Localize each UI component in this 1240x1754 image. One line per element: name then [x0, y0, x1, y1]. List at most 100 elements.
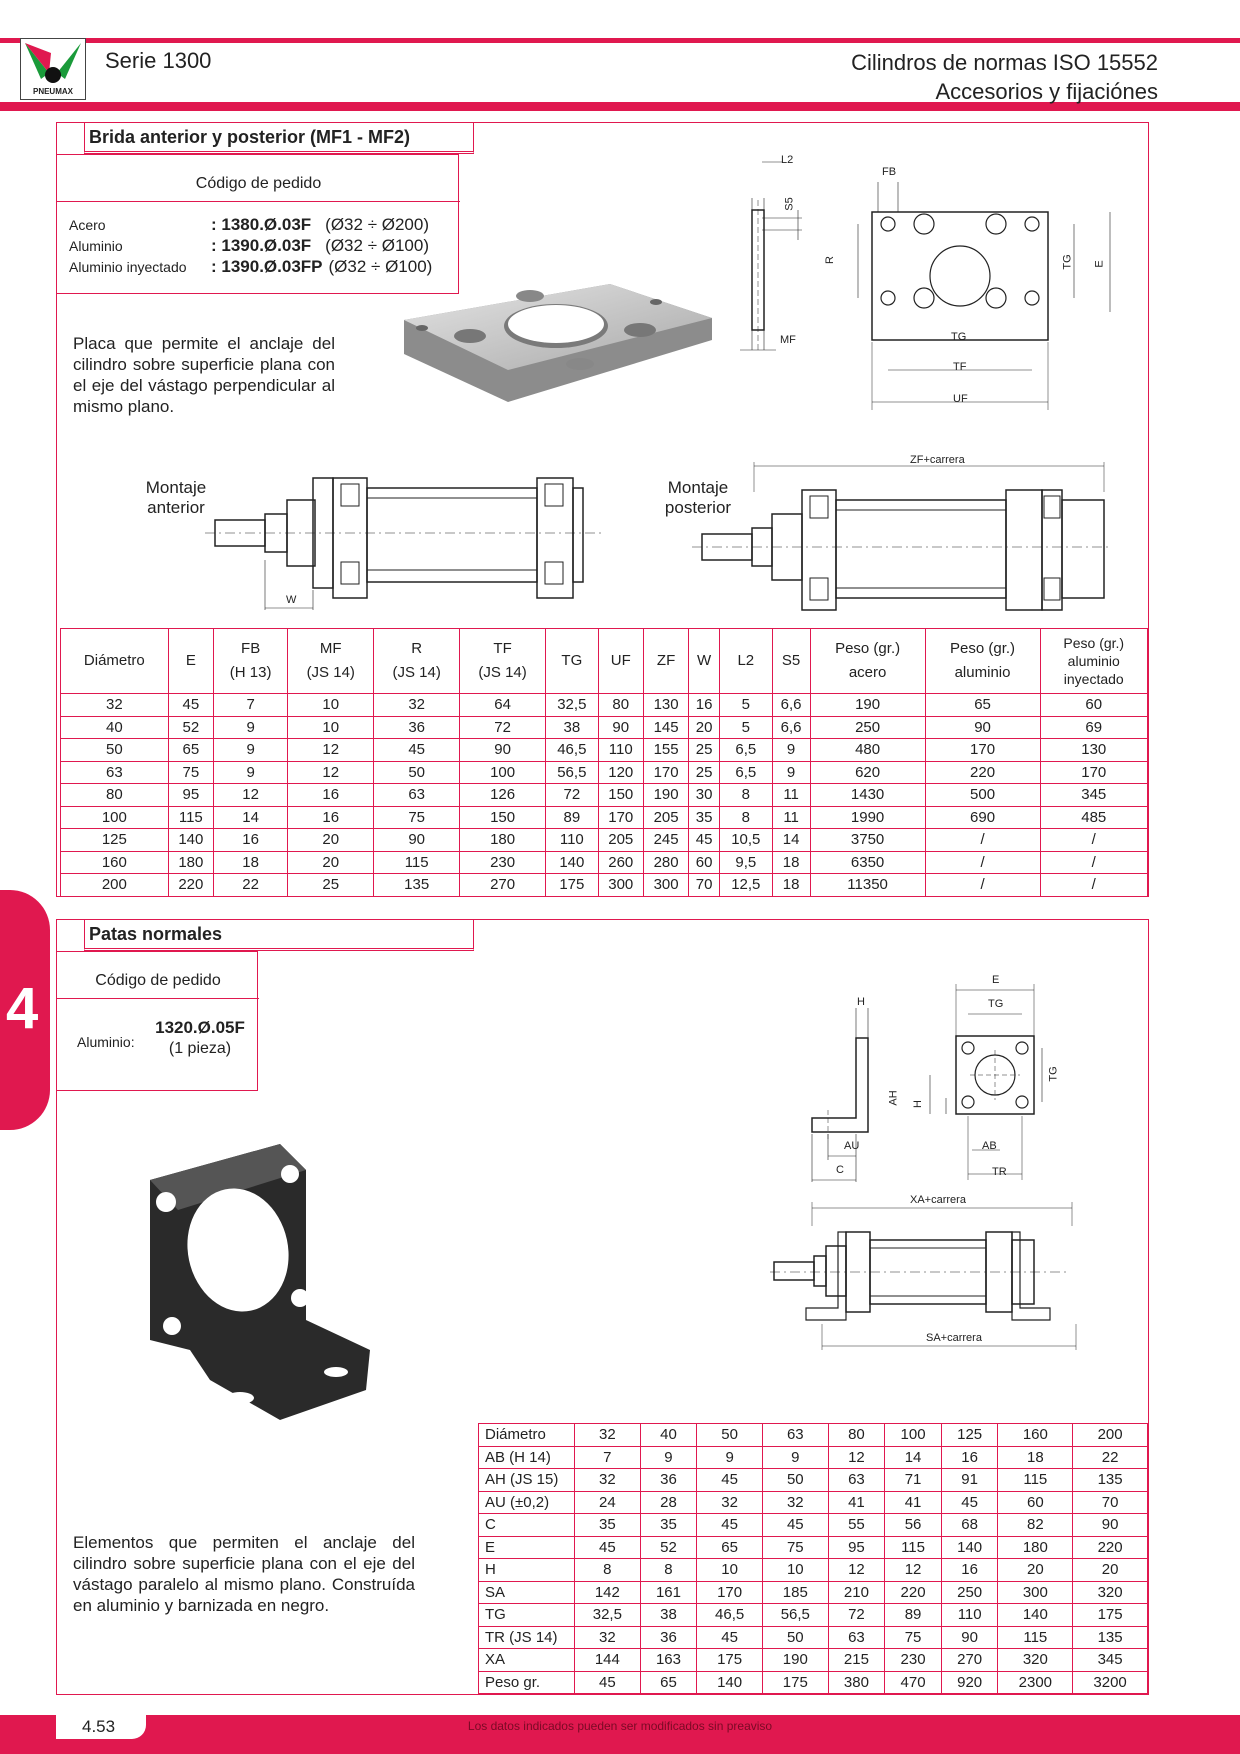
table-cell: 63 — [60, 760, 169, 784]
table-cell: 140 — [696, 1670, 763, 1694]
table-cell: 100 — [884, 1423, 942, 1447]
table-cell: 55 — [827, 1513, 886, 1537]
table-cell: 126 — [459, 783, 547, 807]
table-cell: 2300 — [997, 1670, 1074, 1694]
table-cell: 45 — [696, 1513, 763, 1537]
table-cell: 8 — [574, 1558, 641, 1582]
table-cell: 25 — [688, 738, 721, 762]
dim-tg-bottom: TG — [951, 331, 967, 343]
page-title: Cilindros de normas ISO 15552 Accesorios… — [851, 48, 1158, 106]
table-cell: 160 — [997, 1423, 1074, 1447]
table-cell: 300 — [997, 1580, 1074, 1604]
table-cell: 32 — [574, 1423, 641, 1447]
dim-l2: L2 — [781, 154, 794, 166]
table-cell: 5 — [719, 715, 773, 739]
table-cell: 70 — [688, 873, 721, 897]
table-cell: 8 — [719, 805, 773, 829]
dim-tf: TF — [953, 361, 967, 373]
table-cell: 45 — [373, 738, 461, 762]
table-cell: 142 — [574, 1580, 641, 1604]
table-cell: 80 — [827, 1423, 886, 1447]
table-cell: 8 — [719, 783, 773, 807]
table-cell: 380 — [827, 1670, 886, 1694]
chapter-number: 4 — [6, 976, 39, 1041]
table-cell: 12 — [287, 760, 375, 784]
table-cell: 140 — [167, 828, 214, 852]
table-cell: 16 — [940, 1558, 999, 1582]
table-cell: 25 — [287, 873, 375, 897]
table-cell: 14 — [771, 828, 811, 852]
row-label: SA — [478, 1580, 575, 1604]
table-cell: 90 — [597, 715, 644, 739]
title-line-2: Accesorios y fijaciónes — [935, 79, 1158, 104]
table-cell: 620 — [809, 760, 926, 784]
table-cell: 75 — [884, 1625, 942, 1649]
table-cell: 200 — [60, 873, 169, 897]
table-cell: 12 — [287, 738, 375, 762]
logo-text: PNEUMAX — [32, 87, 73, 96]
table-cell: 9 — [771, 738, 811, 762]
table-cell: 45 — [574, 1535, 641, 1559]
table-cell: 11 — [771, 783, 811, 807]
dim-sa: SA+carrera — [926, 1332, 982, 1344]
section-feet-title: Patas normales — [84, 919, 474, 951]
feet-order-heading: Código de pedido — [95, 972, 221, 989]
table-cell: 72 — [827, 1603, 886, 1627]
dim-h-foot: H — [911, 1100, 924, 1108]
table-cell: 163 — [639, 1648, 698, 1672]
table-cell: 144 — [574, 1648, 641, 1672]
table-cell: 230 — [459, 850, 547, 874]
row-label: Peso gr. — [478, 1670, 575, 1694]
table-cell: 71 — [884, 1468, 942, 1492]
table-cell: 145 — [642, 715, 690, 739]
order-material: Aluminio — [69, 238, 123, 254]
table-cell: 16 — [287, 805, 375, 829]
table-cell: 18 — [771, 873, 811, 897]
row-label: E — [478, 1535, 575, 1559]
table-cell: 36 — [639, 1625, 698, 1649]
table-cell: 20 — [287, 828, 375, 852]
flange-col-header: S5 — [771, 628, 811, 694]
table-cell: 8 — [639, 1558, 698, 1582]
table-cell: 190 — [809, 693, 926, 717]
page-number: 4.53 — [56, 1715, 146, 1739]
dim-au: AU — [844, 1140, 860, 1152]
flange-col-header: R(JS 14) — [373, 628, 461, 694]
flange-col-header: TG — [545, 628, 599, 694]
table-cell: 190 — [761, 1648, 829, 1672]
dim-tg-foot: TG — [988, 998, 1004, 1010]
table-cell: 32 — [60, 693, 169, 717]
table-cell: 65 — [639, 1670, 698, 1694]
table-cell: 45 — [761, 1513, 829, 1537]
table-cell: 9 — [771, 760, 811, 784]
table-cell: 12 — [827, 1558, 886, 1582]
table-cell: 90 — [1072, 1513, 1148, 1537]
table-cell: 280 — [642, 850, 690, 874]
table-cell: 82 — [997, 1513, 1074, 1537]
order-material: Acero — [69, 217, 106, 233]
table-cell: 215 — [827, 1648, 886, 1672]
table-cell: 63 — [827, 1625, 886, 1649]
flange-col-header: L2 — [719, 628, 773, 694]
table-cell: 32,5 — [545, 693, 599, 717]
table-cell: 12 — [884, 1558, 942, 1582]
table-cell: 10 — [287, 715, 375, 739]
table-cell: 35 — [639, 1513, 698, 1537]
table-cell: 16 — [688, 693, 721, 717]
table-cell: 135 — [1072, 1625, 1148, 1649]
table-cell: 100 — [60, 805, 169, 829]
table-cell: 45 — [696, 1468, 763, 1492]
header-bottom-rule — [0, 102, 1240, 111]
table-cell: 28 — [639, 1490, 698, 1514]
order-code: : 1380.Ø.03F — [211, 215, 312, 234]
dim-mf: MF — [780, 334, 796, 346]
feet-description: Elementos que permiten el anclaje del ci… — [73, 1533, 415, 1615]
flange-order-list: Acero: 1380.Ø.03F(Ø32 ÷ Ø200)Aluminio: 1… — [69, 215, 459, 278]
table-cell: 115 — [997, 1468, 1074, 1492]
